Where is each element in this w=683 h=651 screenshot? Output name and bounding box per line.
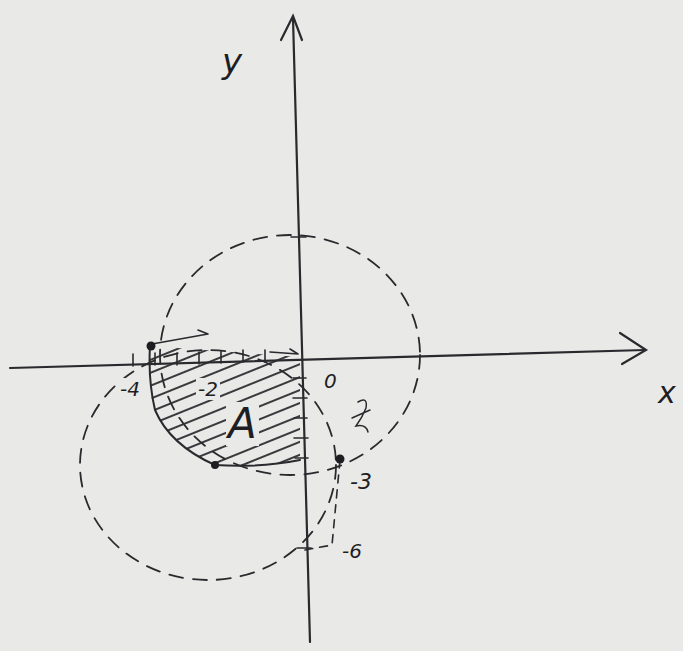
axis-label: x [658,378,676,408]
scribble [352,400,370,432]
sketch-arrow [152,330,208,344]
y-arrow [281,16,302,40]
tick-label: -3 [348,470,374,494]
x-axis [10,350,645,368]
x-ticks [133,350,265,366]
tick-label: -2 [196,378,220,400]
tick-label: -6 [340,540,364,562]
x-arrow [620,333,646,364]
sketch-arrow [270,349,298,354]
axis-label: y [222,44,242,78]
dashed-circle [160,235,420,475]
y-ticks [291,237,311,548]
dashed-circle [80,350,336,580]
tick-label: -4 [118,378,142,400]
region-label: A [226,402,259,446]
tick-label: 0 [322,370,339,392]
points [147,342,345,470]
y-axis [293,18,310,642]
dashed-line [305,460,340,550]
